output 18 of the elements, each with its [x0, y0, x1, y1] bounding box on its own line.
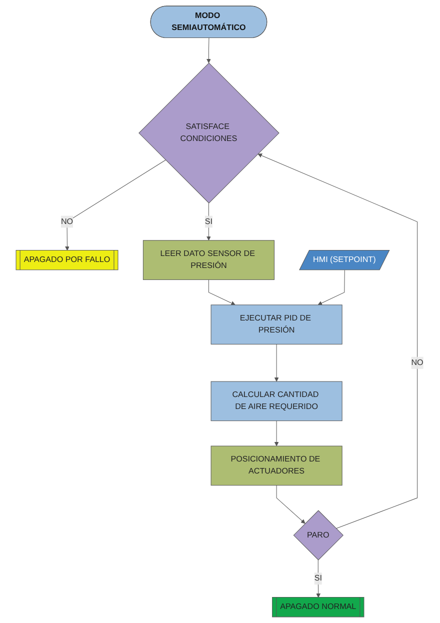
node-box: CALCULAR CANTIDAD DE AIRE REQUERIDO — [211, 381, 343, 422]
edge-label: SI — [314, 574, 322, 583]
arrow — [258, 153, 418, 529]
arrow — [274, 344, 280, 382]
node-box: EJECUTAR PID DE PRESIÓN — [211, 304, 343, 344]
arrow — [274, 420, 280, 446]
arrow — [276, 485, 306, 524]
edge-label: NO — [61, 217, 74, 226]
edge-label: NO — [412, 358, 424, 367]
arrow — [206, 38, 212, 64]
arrow — [318, 270, 346, 306]
edge-label: SI — [205, 217, 213, 226]
node-box: POSICIONAMIENTO DE ACTUADORES — [211, 446, 343, 486]
node-diamond: SATISFACE CONDICIONES — [138, 62, 280, 204]
arrow — [65, 160, 166, 251]
node-box: LEER DATO SENSOR DE PRESIÓN — [143, 240, 275, 280]
arrow — [208, 279, 236, 306]
node-diamond: PARO — [294, 510, 344, 560]
